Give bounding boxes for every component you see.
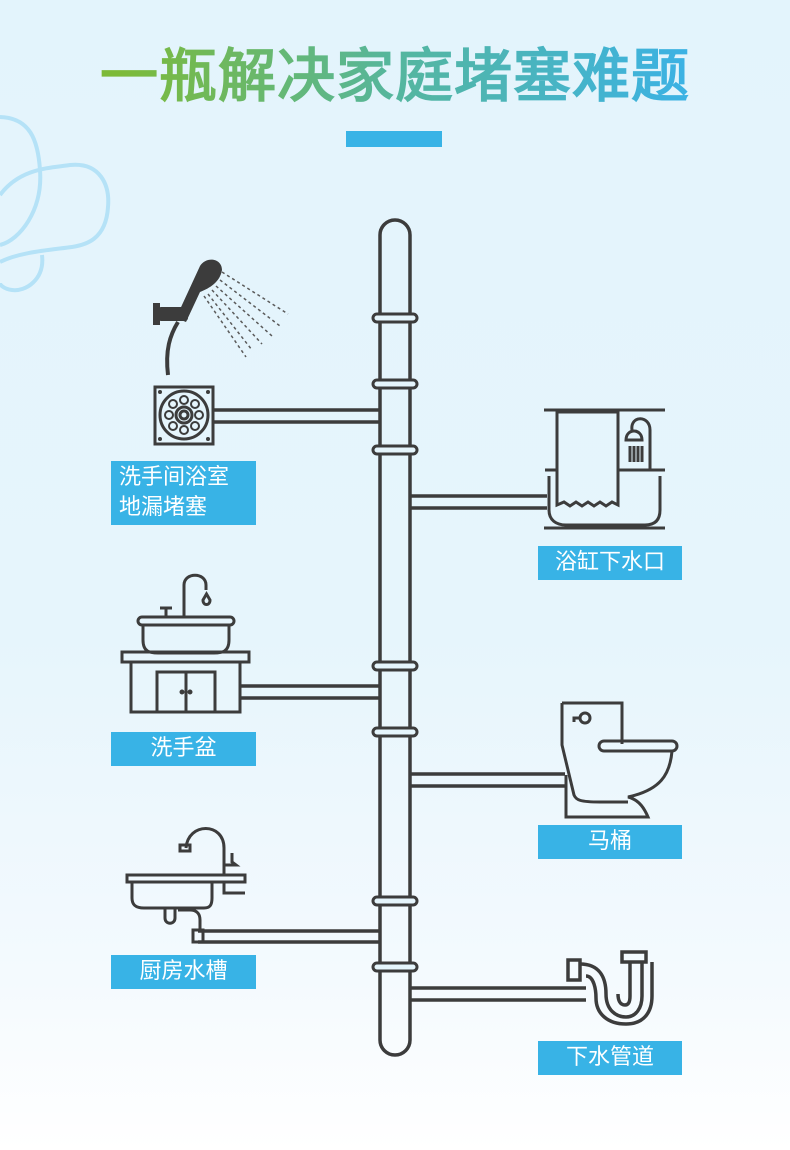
decorative-loops <box>0 115 111 293</box>
branch-pipes <box>198 408 586 1002</box>
label-washbasin: 洗手盆 <box>111 732 256 766</box>
kitchen-sink-icon <box>125 827 247 944</box>
floor-drain-icon <box>153 385 215 446</box>
toilet-icon <box>560 701 679 819</box>
label-toilet: 马桶 <box>538 825 682 859</box>
label-drain-pipe: 下水管道 <box>538 1041 682 1075</box>
title-underline <box>346 131 442 147</box>
p-trap-pipe-icon <box>566 950 654 1026</box>
label-floor-drain-line-1: 洗手间浴室 <box>119 465 230 490</box>
main-vertical-pipe <box>378 218 412 1057</box>
label-bathtub: 浴缸下水口 <box>538 546 682 580</box>
label-kitchen-sink: 厨房水槽 <box>111 955 256 989</box>
page-title: 一瓶解决家庭堵塞难题 <box>0 36 790 116</box>
pipe-clamps <box>371 312 419 973</box>
washbasin-icon <box>120 573 251 714</box>
label-floor-drain: 洗手间浴室 地漏堵塞 <box>111 461 256 525</box>
label-floor-drain-line-2: 地漏堵塞 <box>119 495 208 520</box>
bathtub-icon <box>544 408 665 530</box>
shower-head-icon <box>153 259 289 376</box>
